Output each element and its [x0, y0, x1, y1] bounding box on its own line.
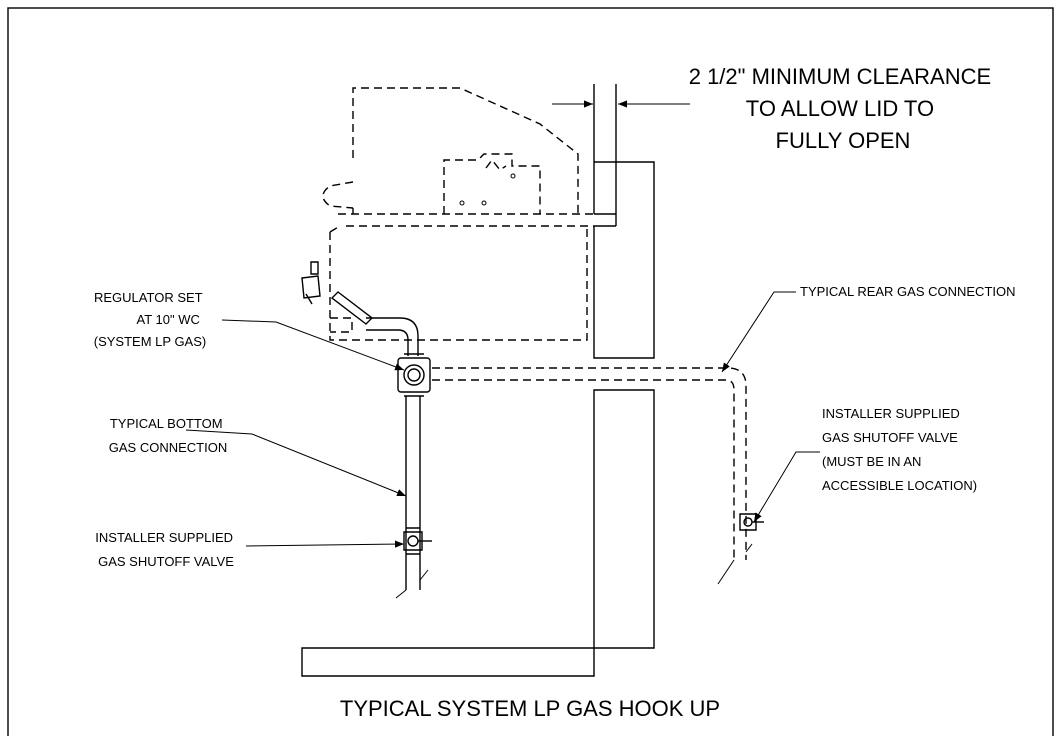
rear-connection-note: TYPICAL REAR GAS CONNECTION	[800, 284, 1016, 299]
regulator-icon	[397, 353, 431, 397]
counter-upper	[593, 84, 655, 359]
drawing-title: TYPICAL SYSTEM LP GAS HOOK UP	[340, 696, 720, 721]
bottom-shutoff-valve-icon	[403, 531, 432, 551]
grill-lid-outline	[322, 87, 579, 214]
control-knob-icon	[301, 261, 321, 305]
rear-shutoff-valve-icon	[739, 513, 764, 531]
drawing-border	[7, 7, 1054, 736]
bottom-gas-pipe	[395, 396, 429, 599]
rear-gas-pipe	[432, 367, 753, 585]
grill-body-outline	[329, 213, 594, 341]
bottom-connection-note: TYPICAL BOTTOM GAS CONNECTION	[109, 416, 227, 455]
manifold-elbow	[330, 291, 419, 356]
regulator-note: REGULATOR SET AT 10" WC (SYSTEM LP GAS)	[94, 290, 206, 349]
bottom-valve-note: INSTALLER SUPPLIED GAS SHUTOFF VALVE	[95, 530, 236, 569]
leader-lines	[185, 291, 820, 548]
clearance-note: 2 1/2" MINIMUM CLEARANCE TO ALLOW LID TO…	[689, 64, 998, 153]
rear-valve-note: INSTALLER SUPPLIED GAS SHUTOFF VALVE (MU…	[822, 406, 977, 493]
counter-lower	[301, 389, 655, 677]
